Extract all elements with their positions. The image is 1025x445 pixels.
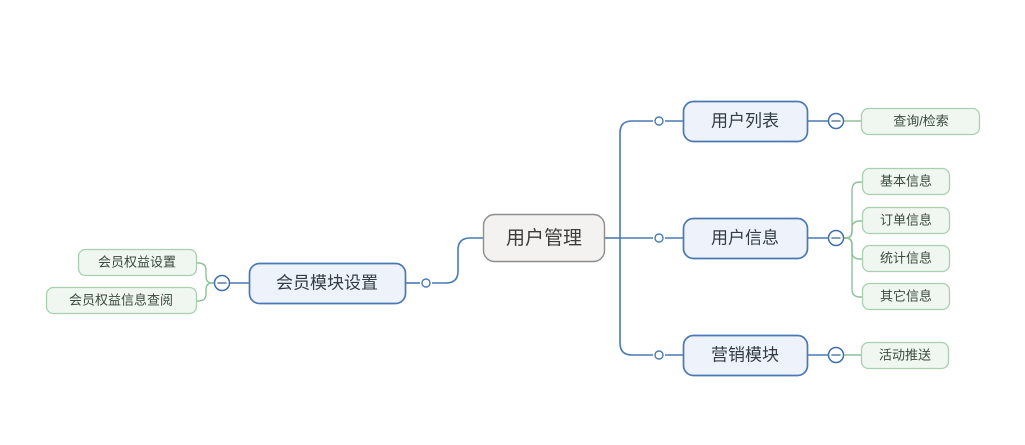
edge-trunk-to-user-list — [619, 120, 653, 238]
root-node-box[interactable] — [482, 213, 606, 263]
toggle-user-info[interactable] — [827, 229, 845, 247]
node-marketing[interactable]: 营销模块 — [682, 334, 809, 377]
edge-toggle-member-rights-view — [197, 282, 214, 302]
edge-toggle-member-rights-settings — [197, 262, 214, 284]
dot-marketing[interactable] — [654, 350, 664, 360]
dot-user-list[interactable] — [654, 116, 664, 126]
edges-left — [197, 237, 483, 302]
toggle-member-module[interactable] — [213, 274, 231, 292]
other-info-node-box[interactable] — [861, 282, 951, 311]
edge-trunk-to-marketing — [619, 238, 653, 356]
edge-root-to-member-module — [432, 237, 483, 284]
toggle-marketing[interactable] — [827, 346, 845, 364]
query-search-node-box[interactable] — [860, 107, 981, 136]
node-order-info[interactable]: 订单信息 — [861, 206, 951, 235]
node-other-info[interactable]: 其它信息 — [861, 282, 951, 311]
user-list-node-label: 用户列表 — [711, 111, 779, 130]
dot-member-module[interactable] — [421, 278, 431, 288]
edge-toggle-basic-info — [844, 181, 862, 239]
activity-push-node-label: 活动推送 — [879, 347, 931, 362]
marketing-node-box[interactable] — [682, 334, 809, 377]
activity-push-node-box[interactable] — [860, 341, 950, 370]
root-node-label: 用户管理 — [506, 227, 582, 249]
member-rights-settings-node-label: 会员权益设置 — [98, 254, 176, 269]
edges-right-trunk — [605, 120, 683, 356]
edge-toggle-stat-info — [844, 237, 862, 260]
member-rights-settings-node-box[interactable] — [77, 248, 198, 277]
node-user-list[interactable]: 用户列表 — [682, 100, 809, 143]
user-list-node-box[interactable] — [682, 100, 809, 143]
member-module-node-box[interactable] — [248, 262, 407, 305]
node-activity-push[interactable]: 活动推送 — [860, 341, 950, 370]
stat-info-node-label: 统计信息 — [880, 250, 932, 265]
edge-toggle-other-info — [844, 237, 862, 298]
query-search-node-label: 查询/检索 — [893, 113, 949, 128]
edge-toggle-order-info — [844, 220, 862, 239]
node-basic-info[interactable]: 基本信息 — [861, 167, 951, 196]
dot-user-info[interactable] — [654, 233, 664, 243]
member-module-node-label: 会员模块设置 — [276, 273, 378, 292]
node-query-search[interactable]: 查询/检索 — [860, 107, 981, 136]
basic-info-node-box[interactable] — [861, 167, 951, 196]
toggle-user-list[interactable] — [827, 112, 845, 130]
node-member-module[interactable]: 会员模块设置 — [248, 262, 407, 305]
node-user-info[interactable]: 用户信息 — [682, 217, 809, 260]
marketing-node-label: 营销模块 — [711, 345, 779, 364]
stat-info-node-box[interactable] — [861, 244, 951, 273]
user-info-node-box[interactable] — [682, 217, 809, 260]
node-stat-info[interactable]: 统计信息 — [861, 244, 951, 273]
order-info-node-box[interactable] — [861, 206, 951, 235]
user-info-node-label: 用户信息 — [711, 228, 779, 247]
member-rights-view-node-label: 会员权益信息查阅 — [69, 292, 173, 307]
node-member-rights-view[interactable]: 会员权益信息查阅 — [45, 286, 198, 315]
other-info-node-label: 其它信息 — [880, 288, 932, 303]
edges-right-leaves — [808, 120, 862, 356]
connector-dots — [421, 116, 664, 360]
member-rights-view-node-box[interactable] — [45, 286, 198, 315]
node-member-rights-settings[interactable]: 会员权益设置 — [77, 248, 198, 277]
node-root[interactable]: 用户管理 — [482, 213, 606, 263]
basic-info-node-label: 基本信息 — [880, 173, 932, 188]
order-info-node-label: 订单信息 — [880, 212, 932, 227]
